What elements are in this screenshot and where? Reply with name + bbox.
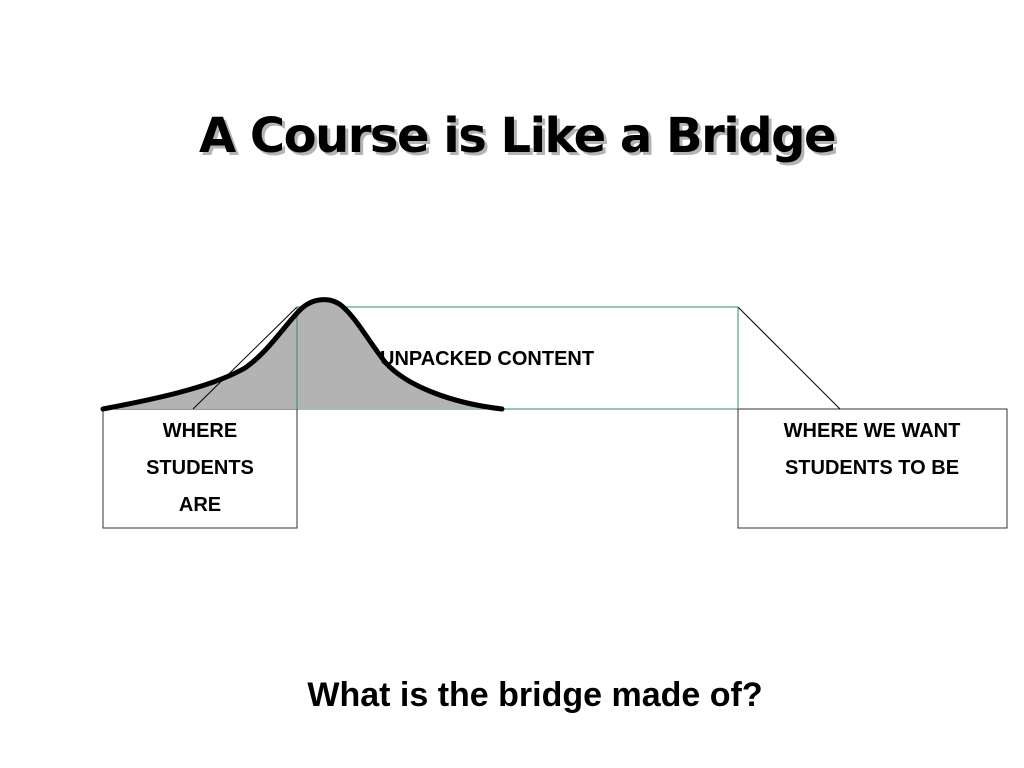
unpacked-content-label: UNPACKED CONTENT	[380, 348, 595, 370]
where-we-want-students-box	[737, 408, 1008, 529]
bridge-ramp-right	[737, 306, 841, 410]
bridge-ramp-left	[192, 306, 298, 410]
bridge-question: What is the bridge made of?	[307, 676, 763, 714]
left-box-line: STUDENTS	[146, 457, 254, 479]
where-we-want-students-label: WHERE WE WANT STUDENTS TO BE	[738, 413, 1006, 487]
right-box-line: STUDENTS TO BE	[784, 457, 960, 479]
student-distribution-curve	[100, 297, 505, 412]
slide-title: A Course is Like a Bridge	[199, 108, 837, 164]
left-box-line: WHERE	[162, 420, 238, 442]
where-students-are-label: WHERE STUDENTS ARE	[103, 413, 297, 524]
left-box-line: ARE	[178, 494, 222, 516]
student-distribution-curve-fill	[103, 299, 502, 409]
where-students-are-box	[102, 408, 298, 529]
right-box-line: WHERE WE WANT	[783, 420, 961, 442]
